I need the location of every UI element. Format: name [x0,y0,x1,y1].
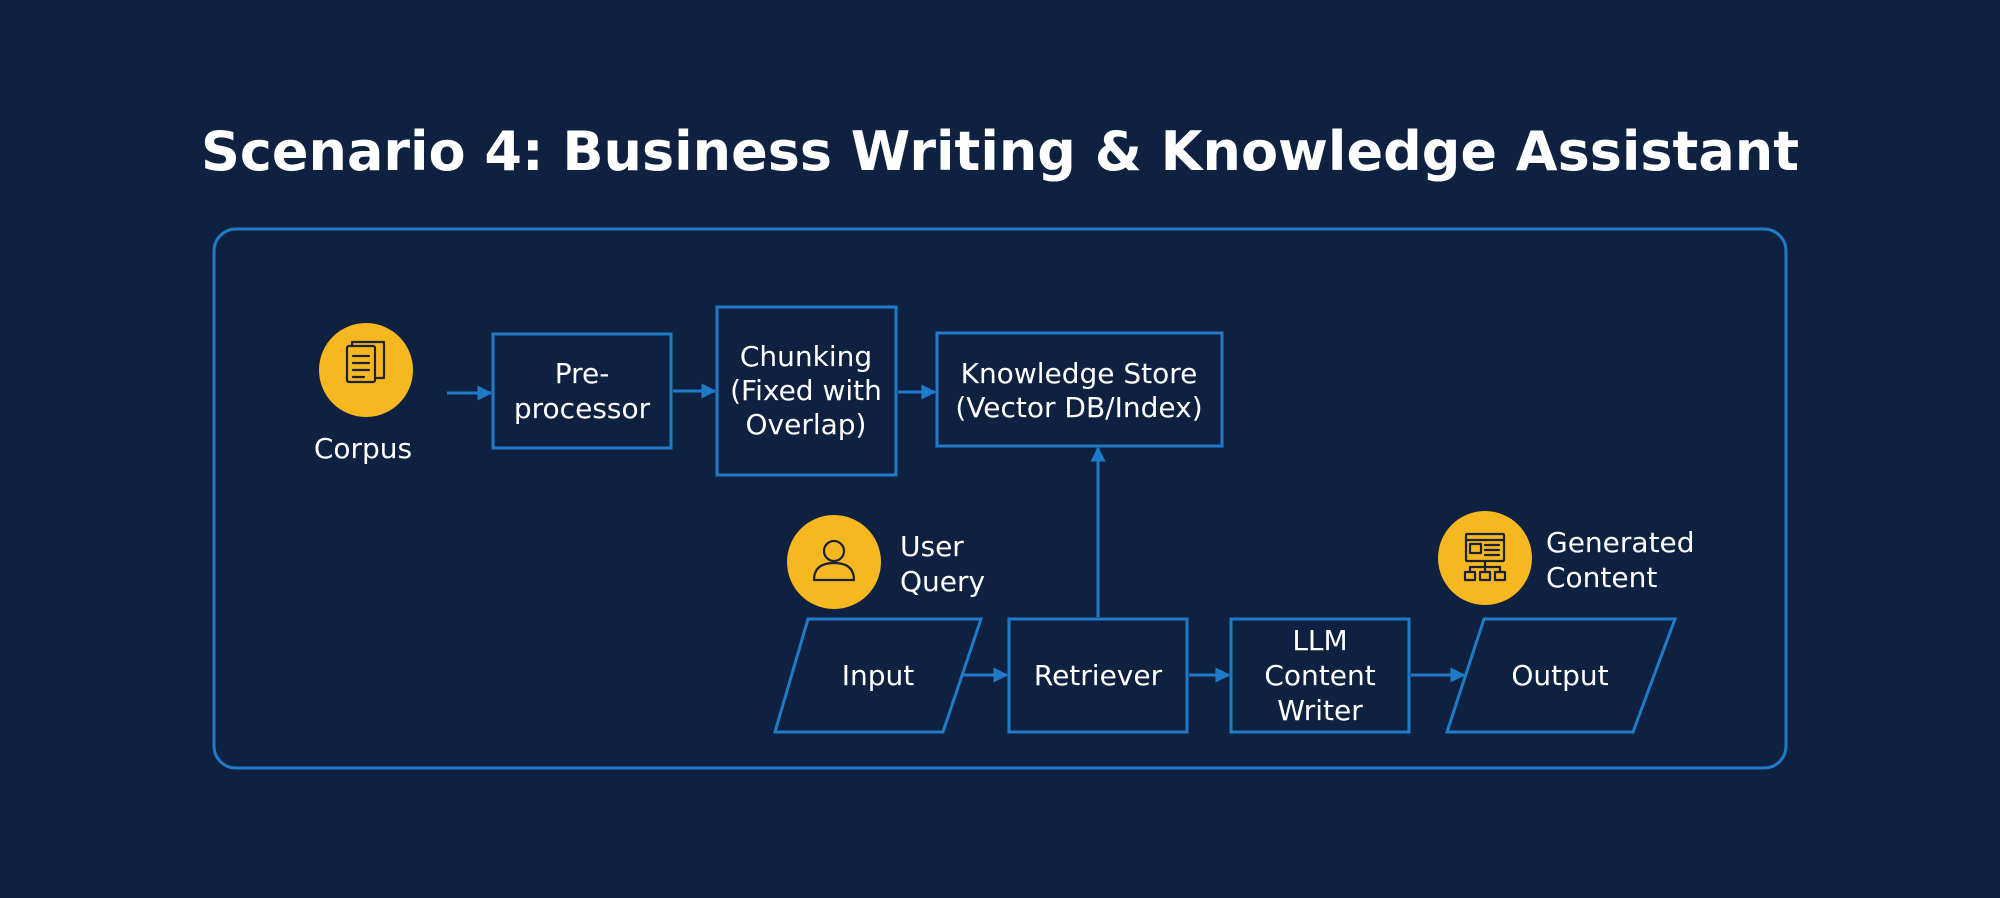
user-query-line-1: User [900,530,964,563]
webpage-sitemap-icon [1463,532,1507,582]
preprocessor-line-1: Pre- [555,357,610,390]
documents-icon [345,340,386,384]
chunking-box [715,305,898,477]
llm-writer-line-3: Writer [1277,694,1363,727]
preprocessor-line-2: processor [514,392,651,425]
generated-content-node: Generated Content [1438,511,1695,605]
llm-writer-box [1229,617,1411,734]
retriever-label: Retriever [1034,659,1163,692]
knowledge-store-box [935,331,1224,448]
generated-content-line-1: Generated [1546,526,1695,559]
chunking-line-1: Chunking [740,340,872,373]
corpus-label: Corpus [314,432,412,465]
chunking-line-2: (Fixed with [730,374,882,407]
llm-writer-line-1: LLM [1292,624,1347,657]
knowledge-store-line-2: (Vector DB/Index) [955,391,1202,424]
llm-writer-node: LLM Content Writer [1229,617,1411,734]
chunking-node: Chunking (Fixed with Overlap) [715,305,898,477]
diagram-frame [212,227,1788,770]
corpus-node: Corpus [314,323,413,465]
output-label: Output [1511,659,1608,692]
generated-content-line-2: Content [1546,561,1657,594]
chunking-line-3: Overlap) [746,408,867,441]
retriever-node: Retriever [1007,617,1189,734]
user-query-node: User Query [787,515,985,609]
preprocessor-node: Pre- processor [491,332,673,450]
input-node: Input [772,617,984,734]
webpage-sitemap-icon-circle [1438,511,1532,605]
user-query-line-2: Query [900,565,985,598]
llm-writer-line-2: Content [1264,659,1375,692]
output-parallelogram [1444,617,1678,734]
diagram-title: Scenario 4: Business Writing & Knowledge… [201,120,1799,183]
knowledge-store-line-1: Knowledge Store [961,357,1198,390]
preprocessor-box [491,332,673,450]
output-node: Output [1444,617,1678,734]
input-label: Input [842,659,915,692]
knowledge-store-node: Knowledge Store (Vector DB/Index) [935,331,1224,448]
input-parallelogram [772,617,984,734]
user-icon [812,539,856,582]
retriever-box [1007,617,1189,734]
